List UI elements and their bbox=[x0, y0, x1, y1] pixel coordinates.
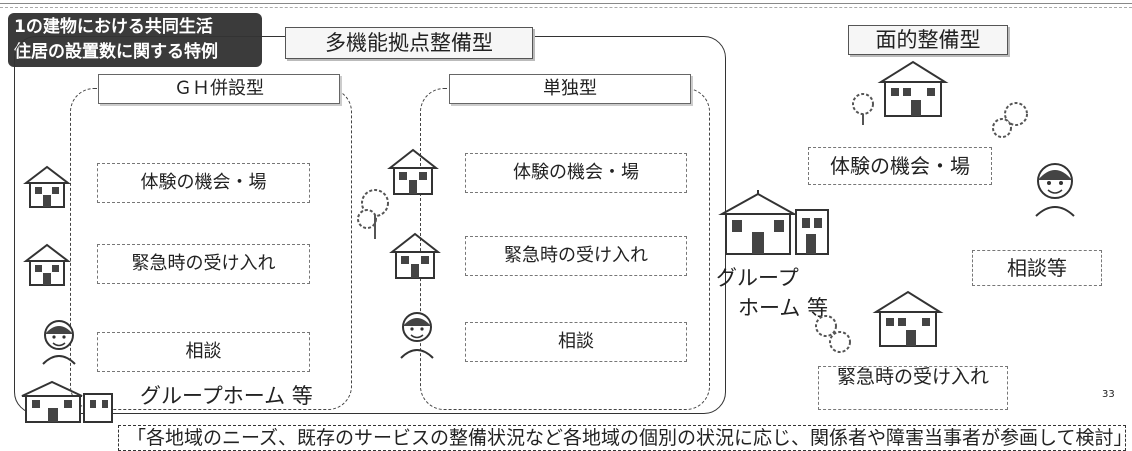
hub-type-title: 多機能拠点整備型 bbox=[285, 27, 533, 59]
person-icon bbox=[400, 312, 434, 359]
gh-caption: グループホーム 等 bbox=[140, 384, 313, 408]
person-icon bbox=[42, 320, 76, 365]
area-gh-caption-line2: ホーム 等 bbox=[738, 296, 829, 320]
standalone-title: 単独型 bbox=[449, 74, 691, 104]
badge-line-1: 1の建物における共同生活 bbox=[14, 17, 213, 37]
footer-note: 「各地域のニーズ、既存のサービスの整備状況など各地域の個別の状況に応じ、関係者や… bbox=[118, 425, 1126, 451]
group-home-building-icon bbox=[718, 190, 829, 255]
area-emergency-service: 緊急時の受け入れ bbox=[818, 366, 1008, 410]
gh-consult-service: 相談 bbox=[97, 332, 310, 372]
special-case-badge: 1の建物における共同生活 住居の設置数に関する特例 bbox=[8, 13, 262, 67]
house-icon bbox=[877, 60, 949, 117]
tree-icon bbox=[357, 189, 389, 239]
area-gh-caption-line1: グループ bbox=[716, 266, 799, 290]
top-rule-dashed bbox=[0, 7, 1132, 8]
area-experience-service: 体験の機会・場 bbox=[808, 147, 992, 185]
tree-icon bbox=[992, 102, 1028, 138]
standalone-emergency-service: 緊急時の受け入れ bbox=[465, 236, 687, 276]
top-rule bbox=[0, 3, 1132, 4]
gh-annexed-title: ＧＨ併設型 bbox=[98, 74, 340, 104]
group-home-building-icon bbox=[21, 380, 113, 423]
standalone-consult-service: 相談 bbox=[465, 322, 687, 362]
house-icon bbox=[23, 243, 71, 286]
area-type-title: 面的整備型 bbox=[848, 25, 1008, 55]
gh-emergency-service: 緊急時の受け入れ bbox=[97, 244, 310, 284]
tree-icon bbox=[815, 315, 851, 353]
tree-icon bbox=[852, 93, 874, 125]
standalone-experience-service: 体験の機会・場 bbox=[465, 153, 687, 193]
house-icon bbox=[387, 148, 439, 195]
area-consult-service: 相談等 bbox=[972, 250, 1102, 286]
gh-experience-service: 体験の機会・場 bbox=[97, 163, 310, 203]
house-icon bbox=[389, 232, 441, 279]
person-icon bbox=[1035, 163, 1075, 217]
page-number: 33 bbox=[1102, 389, 1115, 400]
badge-line-2: 住居の設置数に関する特例 bbox=[14, 42, 218, 62]
house-icon bbox=[23, 165, 71, 208]
house-icon bbox=[872, 290, 944, 347]
